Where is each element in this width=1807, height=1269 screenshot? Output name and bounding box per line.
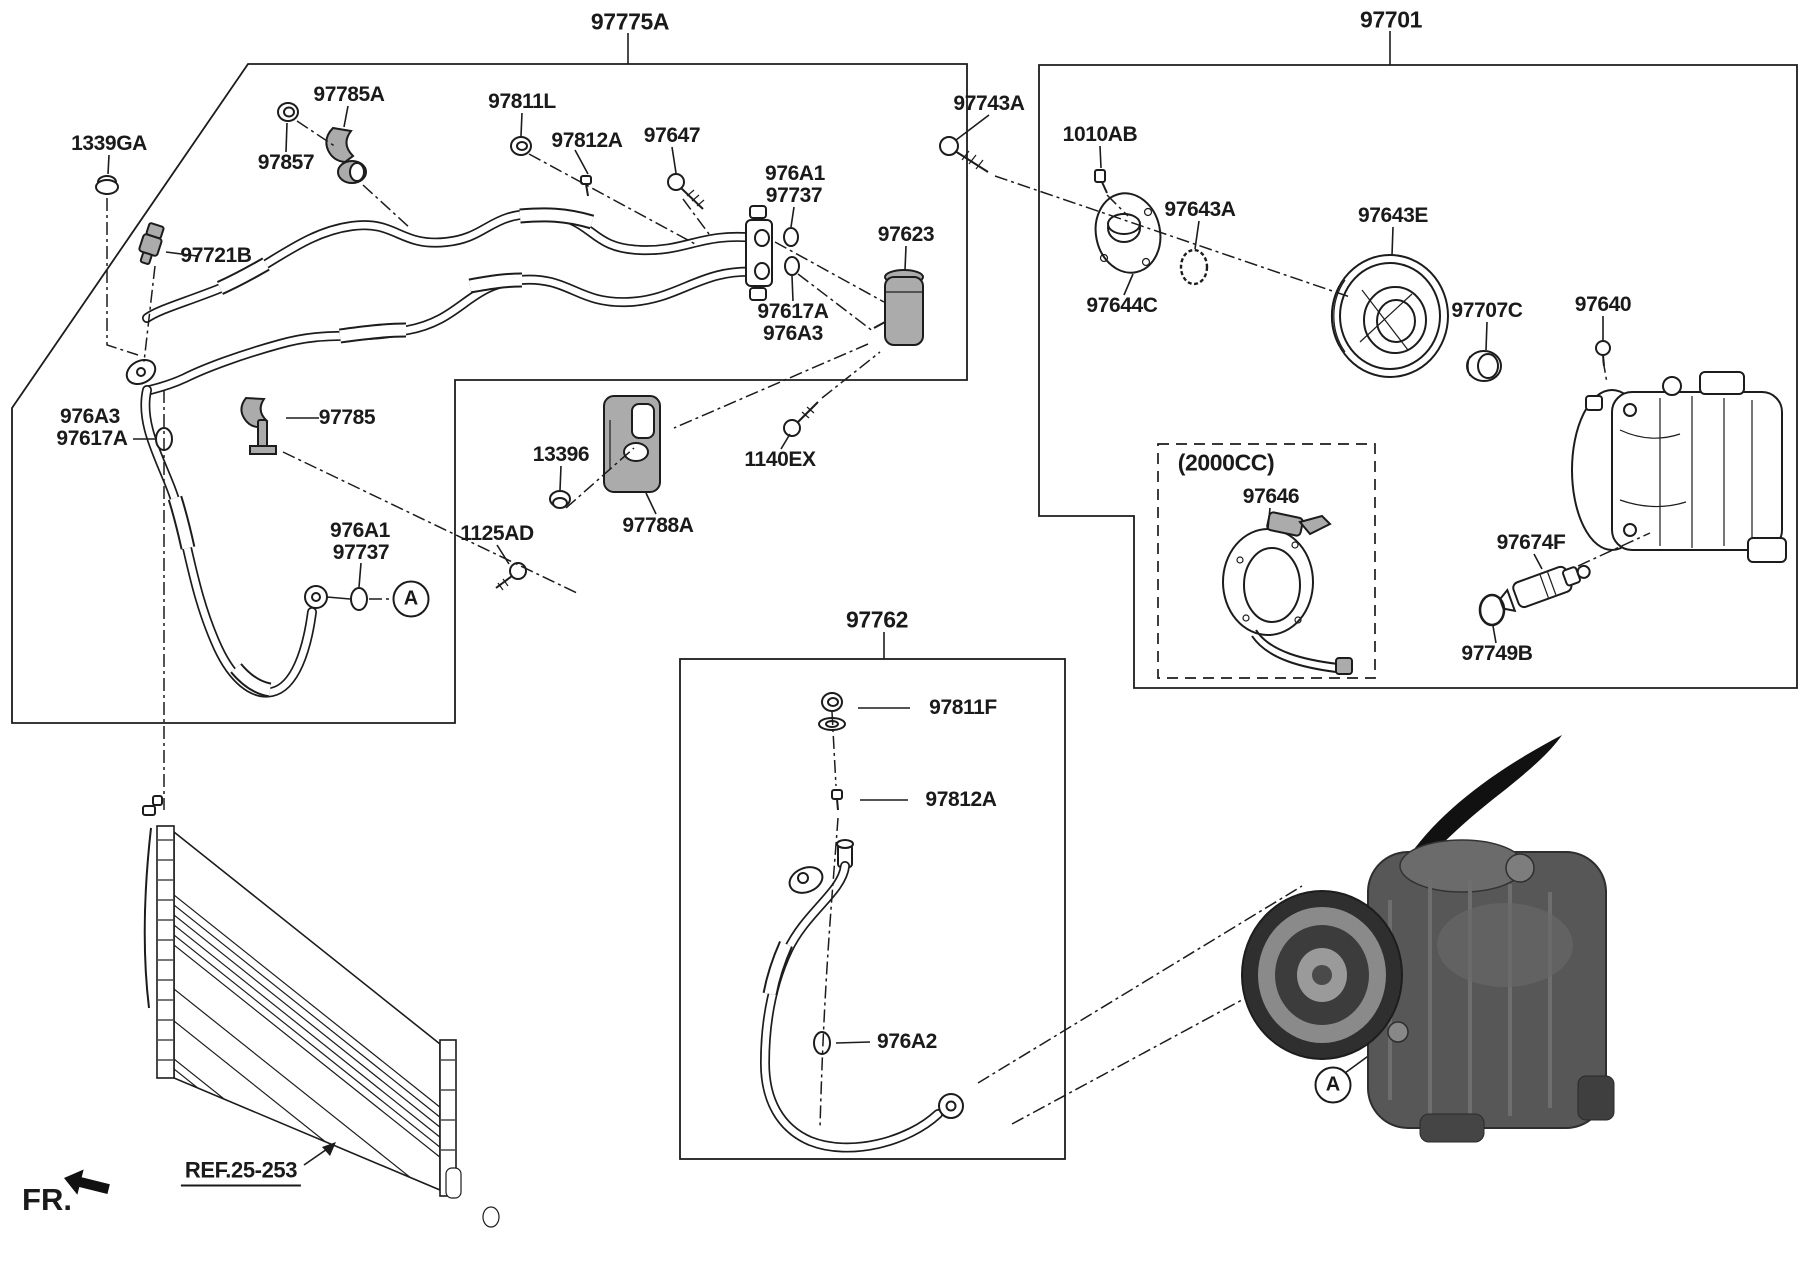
label-97617a-left: 97617A [56, 427, 128, 450]
label-97785a: 97785A [313, 83, 385, 106]
label-976a2: 976A2 [877, 1030, 937, 1053]
condenser-ref-label: REF.25-253 [180, 1158, 302, 1187]
suction-hose-art [759, 692, 964, 1153]
label-2000cc-variant: (2000CC) [1177, 449, 1275, 476]
label-1125ad: 1125AD [460, 522, 534, 545]
compressor-photo-art [1241, 735, 1615, 1143]
label-976a1-right: 976A1 [765, 162, 825, 185]
label-97643e: 97643E [1357, 204, 1429, 227]
label-1140ex: 1140EX [744, 448, 816, 471]
label-97788a: 97788A [622, 514, 694, 537]
label-97785: 97785 [318, 406, 376, 429]
label-97743a: 97743A [953, 92, 1025, 115]
front-direction-label: FR. [22, 1182, 72, 1217]
label-97737-right: 97737 [765, 184, 823, 207]
label-97775a-title: 97775A [590, 8, 670, 35]
label-97812a-top: 97812A [551, 129, 623, 152]
fr-direction-arrow-icon [64, 1169, 110, 1195]
label-97762-title: 97762 [846, 606, 908, 633]
label-13396: 13396 [532, 443, 590, 466]
label-97623: 97623 [877, 223, 935, 246]
label-976a1-mid: 976A1 [330, 519, 390, 542]
label-97707c: 97707C [1451, 299, 1523, 322]
condenser-art [142, 795, 462, 1199]
field-coil-art [1222, 511, 1353, 675]
compressor-parts-art [939, 136, 1787, 675]
engine-variant-dashed-box [1157, 443, 1376, 679]
ac-pipe-assembly-art [125, 205, 773, 698]
footer-marks [64, 1142, 500, 1228]
label-97811l: 97811L [488, 90, 556, 113]
label-97643a: 97643A [1164, 198, 1236, 221]
brush-swoosh [1380, 735, 1562, 910]
label-1010ab: 1010AB [1062, 123, 1138, 146]
label-976a3-left: 976A3 [60, 405, 120, 428]
label-97721b: 97721B [180, 244, 252, 267]
label-97674f: 97674F [1496, 531, 1566, 554]
label-97749b: 97749B [1461, 642, 1533, 665]
label-97640: 97640 [1574, 293, 1632, 316]
ref-arrowhead [322, 1142, 336, 1156]
label-97647: 97647 [643, 124, 701, 147]
section-marker-a-compressor: A [1314, 1066, 1352, 1104]
pipe-assembly-box [11, 63, 968, 724]
section-boxes [11, 63, 1798, 1160]
label-97737-mid: 97737 [332, 541, 390, 564]
small-circle-mark [482, 1206, 500, 1228]
label-97701-title: 97701 [1360, 6, 1422, 33]
suction-hose-box [679, 658, 1066, 1160]
compressor-assembly-box [1038, 64, 1798, 689]
label-97812a-hose: 97812A [925, 788, 997, 811]
label-97617a-right: 97617A [757, 300, 829, 323]
compressor-line-art [1571, 371, 1787, 563]
label-97857: 97857 [257, 151, 315, 174]
section-marker-a-pipe: A [392, 580, 430, 618]
label-97646: 97646 [1242, 485, 1300, 508]
label-97811f: 97811F [929, 696, 997, 719]
label-976a3-right: 976A3 [763, 322, 823, 345]
label-97644c: 97644C [1086, 294, 1158, 317]
label-1339ga: 1339GA [71, 132, 147, 155]
